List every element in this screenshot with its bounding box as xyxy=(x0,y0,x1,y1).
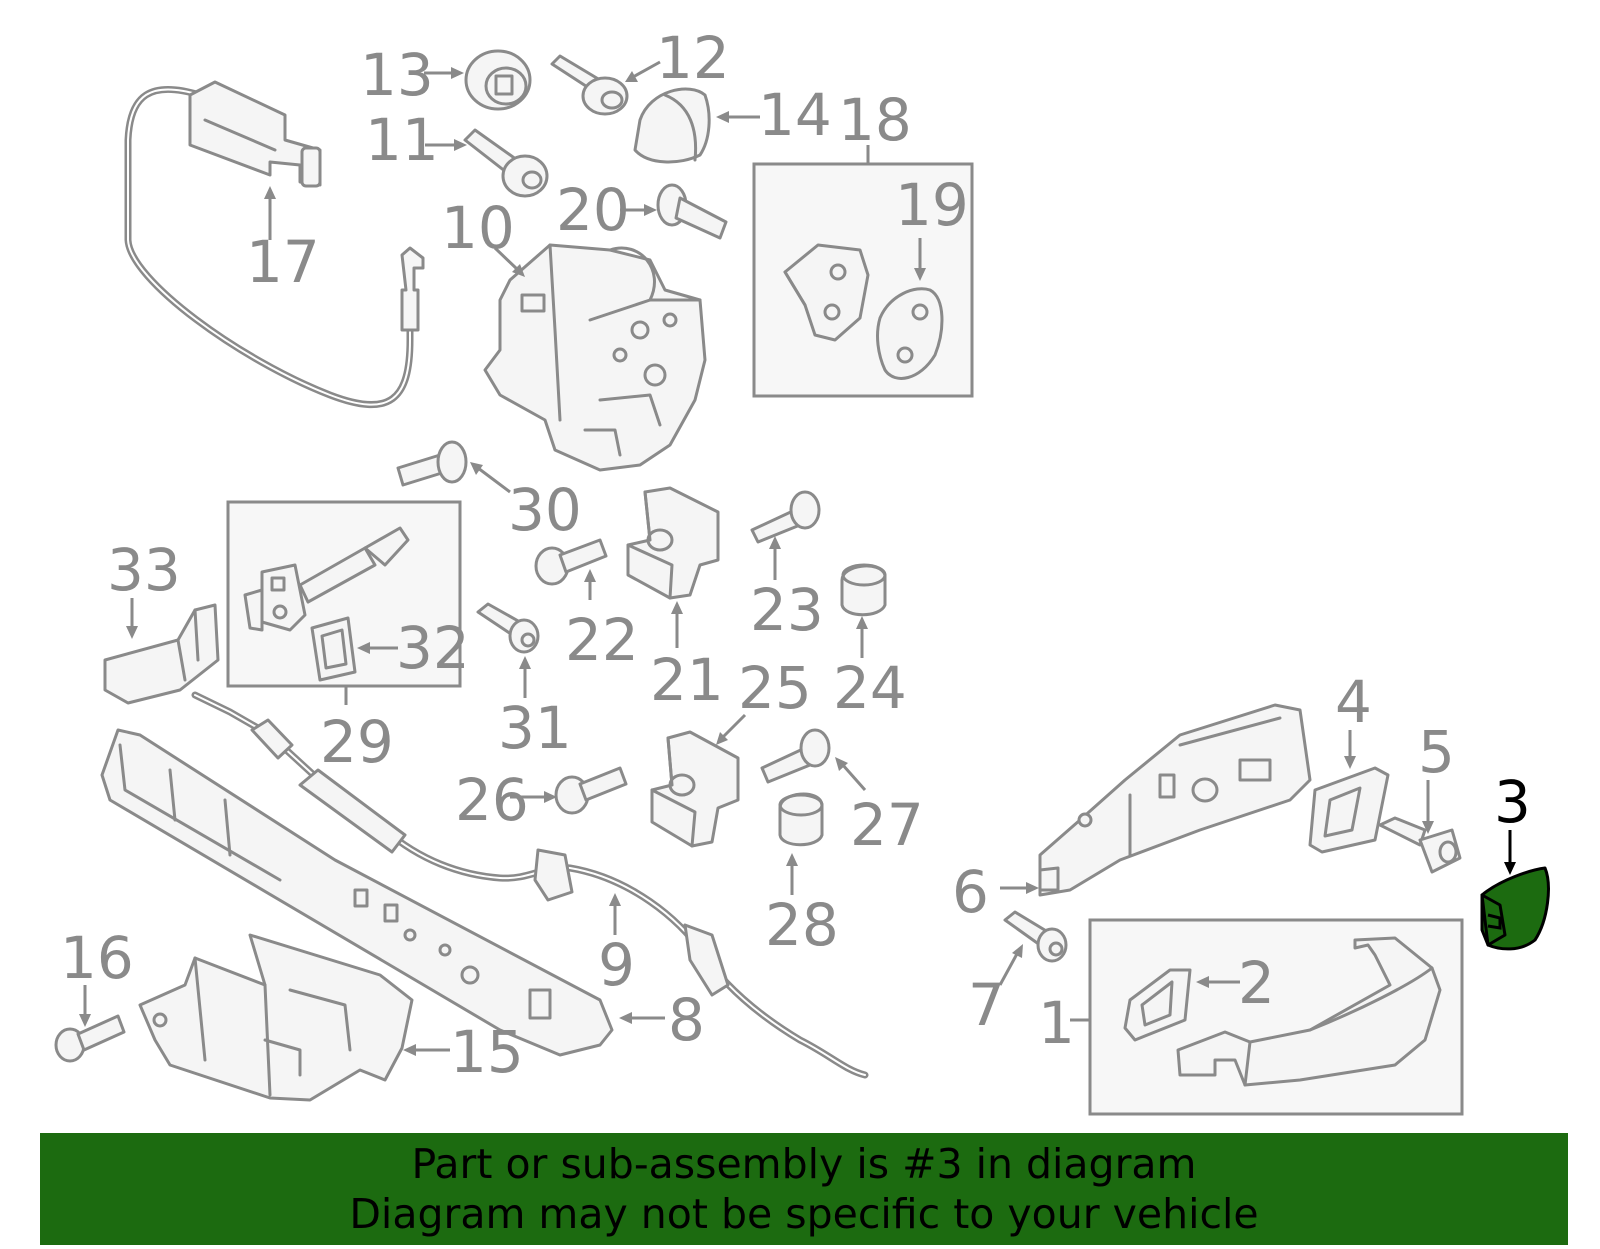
part-28-bushing[interactable] xyxy=(778,792,824,847)
part-11-bolt[interactable] xyxy=(463,128,549,198)
label-5: 5 xyxy=(1418,718,1455,786)
label-21: 21 xyxy=(650,646,724,714)
part-31-bolt[interactable] xyxy=(476,602,540,654)
label-32: 32 xyxy=(396,614,470,682)
label-1: 1 xyxy=(1038,989,1075,1057)
label-33: 33 xyxy=(107,536,181,604)
label-24: 24 xyxy=(833,654,907,722)
label-23: 23 xyxy=(750,576,824,644)
part-13-cap[interactable] xyxy=(464,49,532,111)
notice-banner: Part or sub-assembly is #3 in diagram Di… xyxy=(40,1133,1568,1245)
part-3-cap-highlighted[interactable] xyxy=(1480,866,1550,951)
leader-25 xyxy=(720,713,747,740)
leader-27 xyxy=(840,763,867,791)
label-17: 17 xyxy=(246,228,320,296)
part-32-pad[interactable] xyxy=(310,616,357,682)
part-20-bolt[interactable] xyxy=(656,183,728,240)
part-7-bolt[interactable] xyxy=(1003,910,1068,963)
part-17-cable[interactable] xyxy=(124,80,425,409)
part-10-latch[interactable] xyxy=(483,243,707,472)
part-2-gasket[interactable] xyxy=(1123,968,1192,1042)
label-10: 10 xyxy=(441,194,515,262)
part-12-bolt[interactable] xyxy=(550,54,629,116)
part-21-hinge[interactable] xyxy=(626,486,720,600)
leader-12 xyxy=(632,60,661,79)
part-24-bushing[interactable] xyxy=(840,563,887,617)
leader-7 xyxy=(998,951,1020,986)
part-1-handle[interactable] xyxy=(1176,936,1442,1087)
label-6: 6 xyxy=(952,858,989,926)
banner-line-1: Part or sub-assembly is #3 in diagram xyxy=(411,1140,1197,1188)
part-29-check-link[interactable] xyxy=(243,526,410,632)
label-22: 22 xyxy=(565,606,639,674)
part-25-hinge[interactable] xyxy=(650,730,740,848)
label-18: 18 xyxy=(838,86,912,154)
label-4: 4 xyxy=(1335,668,1372,736)
banner-line-2: Diagram may not be specific to your vehi… xyxy=(349,1190,1259,1238)
part-14-cap[interactable] xyxy=(633,87,711,164)
part-27-screw[interactable] xyxy=(760,728,831,784)
label-20: 20 xyxy=(556,176,630,244)
label-12: 12 xyxy=(656,24,730,92)
label-19: 19 xyxy=(895,171,969,239)
part-15-bracket[interactable] xyxy=(138,933,414,1102)
label-26: 26 xyxy=(455,766,529,834)
label-15: 15 xyxy=(450,1018,524,1086)
label-16: 16 xyxy=(60,924,134,992)
part-30-bolt[interactable] xyxy=(396,440,468,487)
part-5-lock-cylinder[interactable] xyxy=(1378,816,1462,874)
part-9-cable[interactable] xyxy=(191,691,869,1079)
part-8-bracket[interactable] xyxy=(100,728,614,1057)
part-18-bracket[interactable] xyxy=(783,243,870,342)
label-9: 9 xyxy=(598,931,635,999)
part-26-bolt[interactable] xyxy=(554,766,628,815)
label-31: 31 xyxy=(498,694,572,762)
leader-10 xyxy=(493,246,520,272)
label-14: 14 xyxy=(758,81,832,149)
part-23-screw[interactable] xyxy=(750,490,821,544)
label-3: 3 xyxy=(1494,768,1531,836)
label-25: 25 xyxy=(738,654,812,722)
label-27: 27 xyxy=(850,791,924,859)
label-7: 7 xyxy=(968,971,1005,1039)
part-6-handle-frame[interactable] xyxy=(1038,703,1312,897)
label-2: 2 xyxy=(1238,949,1275,1017)
leader-30 xyxy=(477,466,511,494)
label-13: 13 xyxy=(360,41,434,109)
label-8: 8 xyxy=(668,986,705,1054)
part-4-gasket[interactable] xyxy=(1308,766,1390,854)
label-11: 11 xyxy=(365,106,439,174)
part-19-gasket[interactable] xyxy=(876,287,944,380)
label-30: 30 xyxy=(508,476,582,544)
part-16-bolt[interactable] xyxy=(54,1014,126,1063)
part-33-connector[interactable] xyxy=(103,603,220,705)
part-22-bolt[interactable] xyxy=(534,538,608,586)
label-28: 28 xyxy=(765,891,839,959)
label-29: 29 xyxy=(320,708,394,776)
